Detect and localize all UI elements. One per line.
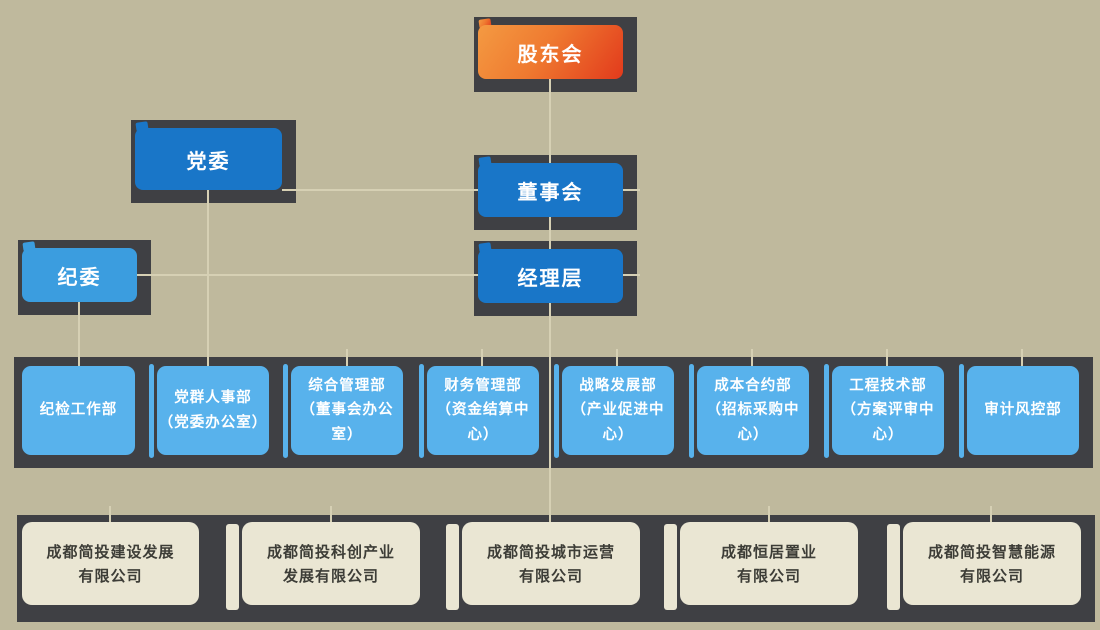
org-node-company-hengju-realty: 成都恒居置业有限公司 (680, 522, 858, 605)
company-name-line1: 成都简投城市运营 (486, 542, 615, 561)
sliver-dept5 (554, 364, 559, 458)
dept-subtitle: （董事会办公室） (300, 402, 394, 443)
dept-subtitle: （方案评审中心） (841, 402, 935, 443)
dept-subtitle: （招标采购中心） (706, 402, 800, 443)
sliver-dept2 (149, 364, 154, 458)
dept-name: 工程技术部 (849, 377, 927, 394)
connector-discipline-management-horizontal (137, 274, 640, 276)
org-node-company-smart-energy: 成都简投智慧能源有限公司 (903, 522, 1081, 605)
org-node-board-label: 董事会 (517, 179, 584, 204)
connector-discipline-department (78, 302, 80, 366)
org-node-discipline-committee-label: 纪委 (57, 264, 102, 289)
sliver-dept6 (689, 364, 694, 458)
company-name-line2: 有限公司 (959, 566, 1024, 585)
dept-name: 综合管理部 (308, 377, 386, 394)
connector-tick-dept7 (886, 349, 888, 366)
connector-tick-comp5 (990, 506, 992, 522)
dept-subtitle: （党委办公室） (158, 414, 268, 431)
dept-name: 纪检工作部 (39, 402, 118, 419)
org-node-dept-general-admin: 综合管理部 （董事会办公室） (291, 366, 403, 455)
org-node-dept-strategy: 战略发展部 （产业促进中心） (562, 366, 674, 455)
org-node-dept-engineering: 工程技术部 （方案评审中心） (832, 366, 944, 455)
connector-shareholders-board (549, 79, 551, 163)
dept-name: 战略发展部 (579, 377, 657, 394)
dept-name: 财务管理部 (444, 377, 522, 394)
connector-board-management (549, 217, 551, 249)
org-node-party-committee: 党委 (135, 128, 282, 190)
company-name-line1: 成都简投智慧能源 (927, 542, 1056, 561)
company-name-line1: 成都简投建设发展 (46, 542, 175, 561)
org-node-board: 董事会 (478, 163, 623, 217)
sliver-dept4 (419, 364, 424, 458)
connector-tick-dept3 (346, 349, 348, 366)
connector-party-department (207, 190, 209, 366)
connector-tick-dept5 (616, 349, 618, 366)
dept-subtitle: （资金结算中心） (436, 402, 530, 443)
dept-subtitle: （产业促进中心） (571, 402, 665, 443)
connector-tick-comp2 (330, 506, 332, 522)
connector-tick-dept8 (1021, 349, 1023, 366)
org-node-discipline-committee: 纪委 (22, 248, 137, 302)
sliver-dept8 (959, 364, 964, 458)
org-node-dept-finance: 财务管理部 （资金结算中心） (427, 366, 539, 455)
company-name-line2: 有限公司 (78, 566, 143, 585)
org-node-management: 经理层 (478, 249, 623, 303)
org-node-party-committee-label: 党委 (186, 148, 231, 173)
company-name-line1: 成都简投科创产业 (266, 542, 395, 561)
company-name-line2: 发展有限公司 (282, 566, 379, 585)
sliver-comp3 (446, 524, 459, 610)
org-node-dept-discipline-office: 纪检工作部 (22, 366, 135, 455)
dept-name: 党群人事部 (174, 389, 252, 406)
connector-tick-dept4 (481, 349, 483, 366)
connector-tick-comp1 (109, 506, 111, 522)
connector-management-rows (549, 303, 551, 522)
company-name-line1: 成都恒居置业 (720, 542, 817, 561)
sliver-comp4 (664, 524, 677, 610)
org-node-company-city-operation: 成都简投城市运营有限公司 (462, 522, 640, 605)
org-node-shareholders: 股东会 (478, 25, 623, 79)
org-node-dept-party-hr: 党群人事部 （党委办公室） (157, 366, 269, 455)
connector-tick-dept6 (751, 349, 753, 366)
sliver-dept3 (283, 364, 288, 458)
connector-tick-comp4 (768, 506, 770, 522)
connector-party-board-horizontal (282, 189, 640, 191)
org-node-shareholders-label: 股东会 (517, 41, 584, 66)
org-node-company-construction: 成都简投建设发展有限公司 (22, 522, 199, 605)
org-node-company-scitech: 成都简投科创产业发展有限公司 (242, 522, 420, 605)
org-node-management-label: 经理层 (517, 265, 584, 290)
company-name-line2: 有限公司 (736, 566, 801, 585)
sliver-comp2 (226, 524, 239, 610)
dept-name: 审计风控部 (984, 402, 1062, 419)
dept-name: 成本合约部 (714, 377, 792, 394)
sliver-comp5 (887, 524, 900, 610)
company-name-line2: 有限公司 (518, 566, 583, 585)
org-node-dept-cost-contract: 成本合约部 （招标采购中心） (697, 366, 809, 455)
sliver-dept7 (824, 364, 829, 458)
org-node-dept-audit-risk: 审计风控部 (967, 366, 1079, 455)
